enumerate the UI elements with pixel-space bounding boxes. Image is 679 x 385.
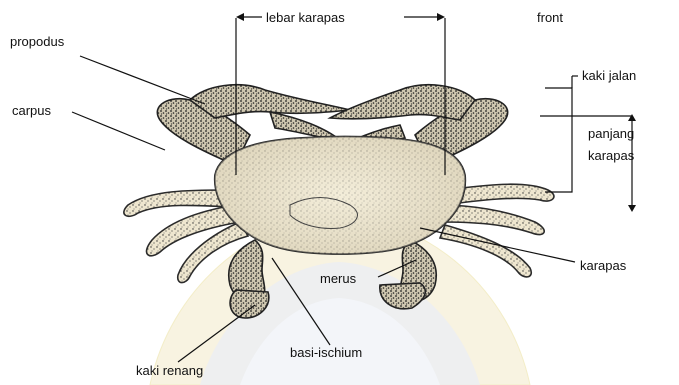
label-front: front (537, 10, 563, 25)
label-lebar-karapas: lebar karapas (266, 10, 345, 25)
label-kaki-jalan: kaki jalan (582, 68, 636, 83)
label-kaki-renang: kaki renang (136, 363, 203, 378)
label-propodus: propodus (10, 34, 65, 49)
label-carpus: carpus (12, 103, 52, 118)
label-basi-ischium: basi-ischium (290, 345, 362, 360)
label-karapas-length: karapas (588, 148, 635, 163)
carapace (215, 137, 465, 255)
label-merus: merus (320, 271, 357, 286)
label-karapas: karapas (580, 258, 627, 273)
label-panjang: panjang (588, 126, 634, 141)
